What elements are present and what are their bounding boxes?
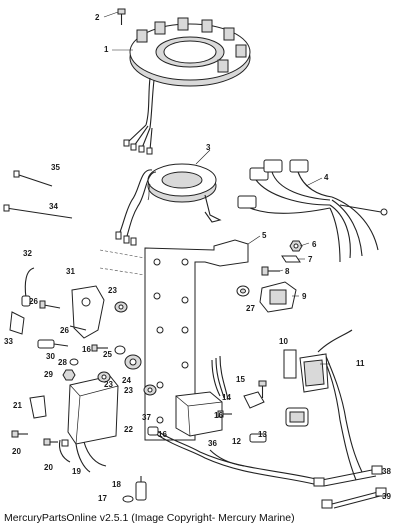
callout-36: 36 [208, 439, 217, 448]
callout-23: 23 [108, 286, 117, 295]
callout-21: 21 [13, 401, 22, 410]
callout-11: 11 [356, 359, 365, 368]
part-lead-39 [321, 487, 387, 509]
callout-37: 37 [142, 413, 151, 422]
callout-30: 30 [46, 352, 55, 361]
callout-26: 26 [29, 297, 38, 306]
part-screw-26b [69, 325, 87, 331]
leader-lines [103, 11, 330, 365]
part-switchbox-36 [175, 355, 229, 437]
callout-16: 16 [214, 411, 223, 420]
callout-16: 16 [82, 345, 91, 354]
callout-34: 34 [49, 202, 58, 211]
part-bolt-20b [43, 438, 58, 446]
part-washer-17 [122, 495, 134, 503]
part-harness-37 [147, 426, 323, 487]
part-bracket-5 [99, 239, 249, 441]
callout-3: 3 [206, 143, 211, 152]
part-grommet-23b [97, 371, 111, 383]
part-connector-13 [285, 407, 309, 427]
part-coil-22 [61, 375, 119, 473]
part-bolt-8 [261, 266, 280, 276]
part-grommet-23c [143, 384, 157, 396]
part-clip-7 [281, 255, 301, 263]
callout-8: 8 [285, 267, 290, 276]
part-clamp-10 [283, 349, 297, 379]
part-spark-lead-30 [37, 339, 69, 349]
part-spark-plug-18 [135, 476, 147, 501]
copyright-caption: MercuryPartsOnline v2.5.1 (Image Copyrig… [4, 512, 295, 524]
callout-2: 2 [95, 13, 100, 22]
part-washer-28 [69, 358, 79, 366]
part-clip-14 [243, 391, 265, 409]
part-lead-19 [58, 439, 71, 463]
part-harness-4 [237, 159, 388, 263]
part-cable-tie-34 [3, 204, 73, 219]
part-harness-11 [299, 329, 363, 481]
callout-13: 13 [258, 430, 267, 439]
part-cable-tie-35 [13, 170, 53, 187]
part-stator-1 [123, 17, 251, 155]
callout-26: 26 [60, 326, 69, 335]
callout-20: 20 [12, 447, 21, 456]
callout-5: 5 [262, 231, 267, 240]
part-screw-16a [91, 344, 108, 352]
part-lead-38 [313, 465, 383, 487]
part-wire-32 [21, 267, 35, 307]
part-bracket-21 [29, 395, 47, 419]
callout-6: 6 [312, 240, 317, 249]
part-spacer-24 [124, 354, 142, 370]
callout-4: 4 [324, 173, 329, 182]
part-nut-29 [62, 369, 76, 381]
callout-15: 15 [236, 375, 245, 384]
callout-38: 38 [382, 467, 391, 476]
callout-23: 23 [124, 386, 133, 395]
callout-1: 1 [104, 45, 109, 54]
callout-20: 20 [44, 463, 53, 472]
callout-19: 19 [72, 467, 81, 476]
part-screw-26a [39, 300, 61, 309]
part-screw-15 [258, 380, 267, 398]
callout-7: 7 [308, 255, 313, 264]
part-bracket-31 [71, 285, 105, 339]
part-grommet-23a [114, 301, 128, 313]
callout-31: 31 [66, 267, 75, 276]
part-nut-6 [289, 240, 303, 252]
callout-29: 29 [44, 370, 53, 379]
part-trigger-3 [115, 163, 222, 246]
callout-17: 17 [98, 494, 107, 503]
part-screw-2 [117, 8, 126, 25]
part-bolt-20a [11, 430, 28, 438]
callout-labels: 1 2 3 4 5 6 7 8 9 10 11 12 13 14 15 16 1… [4, 13, 391, 503]
callout-32: 32 [23, 249, 32, 258]
callout-24: 24 [122, 376, 131, 385]
callout-35: 35 [51, 163, 60, 172]
callout-16: 16 [158, 430, 167, 439]
callout-10: 10 [279, 337, 288, 346]
part-rectifier-9 [259, 281, 297, 313]
part-screw-16b [217, 410, 232, 418]
callout-14: 14 [222, 393, 231, 402]
callout-27: 27 [246, 304, 255, 313]
part-boot-33 [9, 311, 25, 335]
part-terminal-12 [249, 433, 267, 443]
callout-39: 39 [382, 492, 391, 501]
callout-12: 12 [232, 437, 241, 446]
callout-9: 9 [302, 292, 307, 301]
callout-18: 18 [112, 480, 121, 489]
callout-33: 33 [4, 337, 13, 346]
part-washer-25 [114, 345, 126, 355]
callout-28: 28 [58, 358, 67, 367]
callout-22: 22 [124, 425, 133, 434]
part-washer-27 [236, 285, 250, 297]
callout-23: 23 [104, 380, 113, 389]
callout-25: 25 [103, 350, 112, 359]
